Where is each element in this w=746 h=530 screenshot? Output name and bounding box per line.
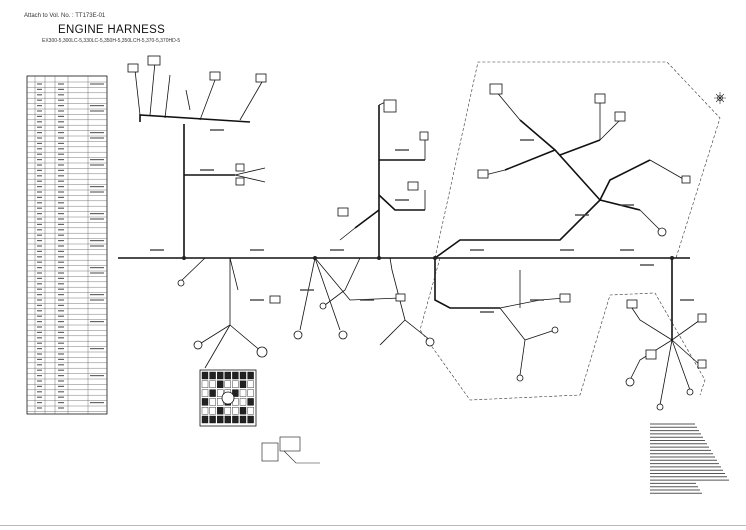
connector-sketch — [261, 436, 320, 464]
label-ticks — [150, 129, 694, 313]
page-bottom-rule — [0, 525, 746, 526]
connectors — [127, 55, 707, 411]
wire-table — [26, 75, 108, 415]
main-harness-trunk — [118, 105, 690, 340]
harness-branches — [134, 61, 701, 406]
model-list: EX300-5,300LC-5,330LC-5,350H-5,350LCH-5,… — [42, 38, 181, 44]
notes-block — [650, 423, 729, 494]
zone-outlines — [419, 61, 721, 401]
attach-volume-label: Attach to Vol. No. : TT173E-01 — [24, 13, 106, 19]
diagram-title: ENGINE HARNESS — [58, 24, 166, 36]
sun-symbol-icon — [714, 92, 726, 104]
connector-face-detail — [199, 369, 257, 427]
